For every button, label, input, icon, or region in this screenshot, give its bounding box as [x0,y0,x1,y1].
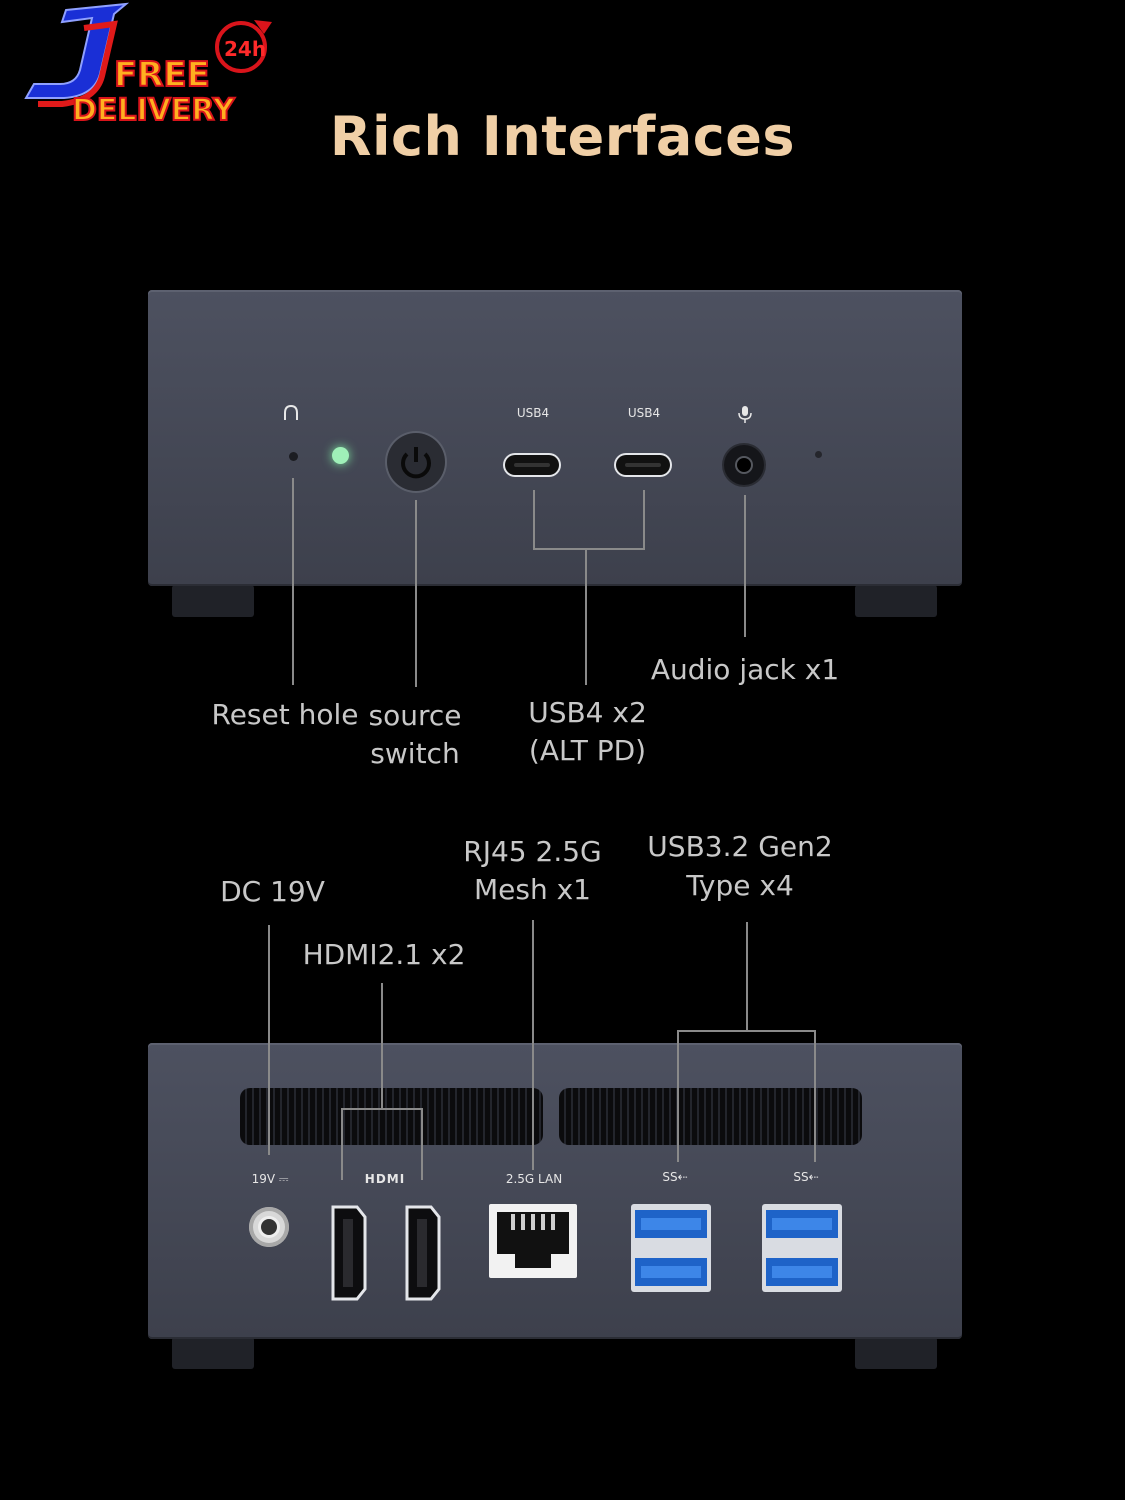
lan-port-label: 2.5G LAN [505,1172,563,1186]
front-panel [148,290,962,586]
rj45-callout-line [532,920,534,1170]
usb4-label-a: USB4 [516,406,550,420]
vent-left [240,1088,543,1145]
rear-foot-left [172,1337,254,1369]
front-foot-right [855,585,937,617]
usb4-bracket-right [643,490,645,550]
ss-port-label-b: SS⇠ [793,1170,819,1184]
lan-port[interactable] [489,1204,577,1278]
ss-port-label-a: SS⇠ [662,1170,688,1184]
reset-callout-line [292,478,294,685]
usb4-bracket-bottom [533,548,645,550]
hdmi-label: HDMI2.1 x2 [302,938,466,971]
dc-label: DC 19V [220,875,325,908]
rj45-label-line2: Mesh x1 [473,873,591,906]
source-callout-line [415,500,417,687]
hdmi-port-a[interactable] [331,1205,367,1301]
hdmi-bracket-left [341,1108,343,1180]
hdmi-bracket-right [421,1108,423,1180]
usb32-callout-line [746,922,748,1032]
rear-foot-right [855,1337,937,1369]
power-led [332,447,349,464]
hdmi-callout-line [381,983,383,1110]
reset-hole [289,452,298,461]
audio-jack-label: Audio jack x1 [650,653,840,686]
usb-a-port-1[interactable] [635,1210,707,1238]
reset-hole-label: Reset hole [211,698,359,731]
usb-a-stack-right [762,1204,842,1292]
source-switch-label-line2: switch [370,737,460,770]
usb32-bracket-left [677,1030,679,1162]
dc-port-label: 19V ⎓ [251,1172,289,1186]
audio-jack[interactable] [724,445,764,485]
usb-a-stack-left [631,1204,711,1292]
headset-mic-icon [738,406,752,423]
svg-text:24h: 24h [224,37,266,61]
page-title: Rich Interfaces [329,105,796,168]
usb4-label-b: USB4 [627,406,661,420]
audio-callout-line [744,495,746,637]
hdmi-port-b[interactable] [405,1205,441,1301]
usb4-callout-line [585,548,587,685]
front-foot-left [172,585,254,617]
usb32-bracket-right [814,1030,816,1162]
hdmi-bracket-top [341,1108,423,1110]
power-icon [401,447,431,479]
mic-hole [815,451,822,458]
source-switch-label-line1: source [368,699,462,732]
usb-a-port-3[interactable] [766,1210,838,1238]
headphone-icon [284,404,298,420]
dc-callout-line [268,925,270,1155]
dc-power-jack[interactable] [249,1207,289,1247]
lan-port-opening [497,1212,569,1268]
usb32-label-line1: USB3.2 Gen2 [647,830,833,863]
usb-a-port-2[interactable] [635,1258,707,1286]
usb4-port-b[interactable] [616,455,670,475]
vent-right [559,1088,862,1145]
usb-a-port-4[interactable] [766,1258,838,1286]
usb4-port-a[interactable] [505,455,559,475]
audio-jack-hole [737,458,751,472]
hdmi-port-label: HDMI [364,1172,406,1186]
usb4-bracket-left [533,490,535,550]
svg-text:DELIVERY: DELIVERY [72,93,236,128]
rj45-label-line1: RJ45 2.5G [463,835,602,868]
usb4-label-line1: USB4 x2 [528,696,647,729]
usb32-bracket-top [677,1030,816,1032]
free-delivery-logo: FREE DELIVERY 24h [24,2,272,129]
usb32-label-line2: Type x4 [686,869,794,902]
svg-text:FREE: FREE [114,55,210,95]
dc-jack-pin [261,1219,277,1235]
power-button[interactable] [387,433,445,491]
usb4-label-line2: (ALT PD) [528,734,647,767]
